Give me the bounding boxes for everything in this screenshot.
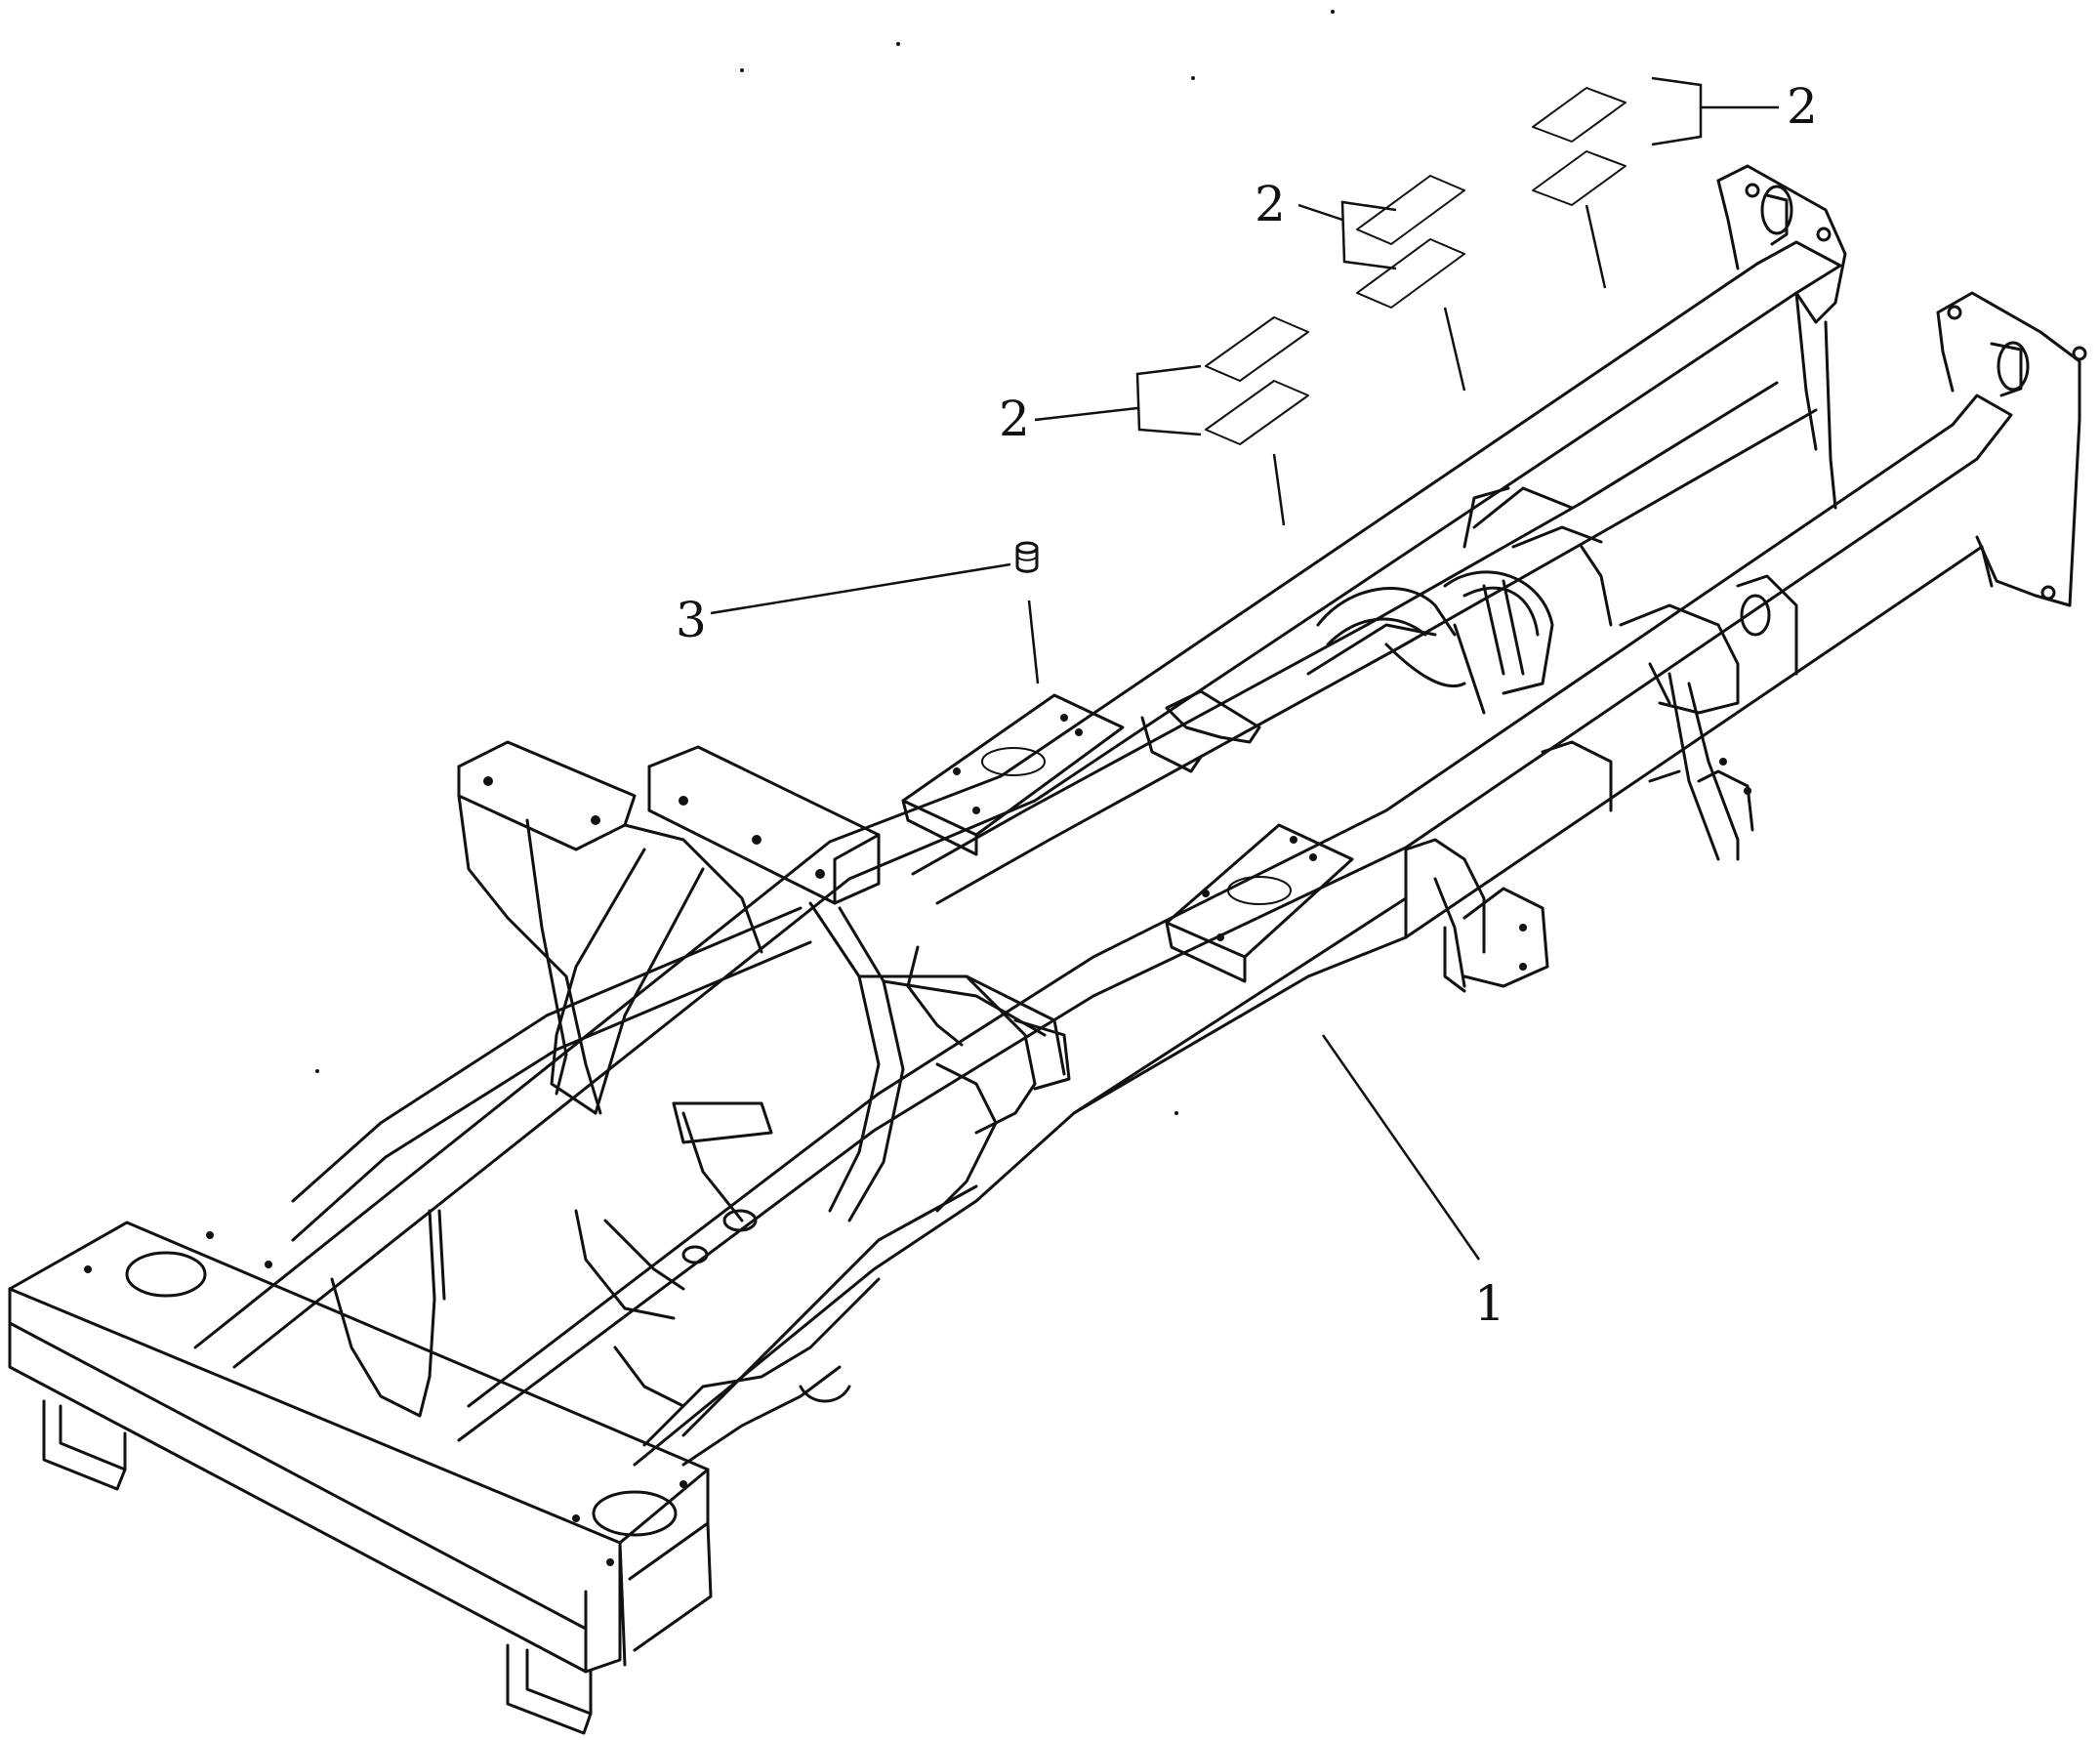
left-side-rail bbox=[193, 240, 1842, 1369]
front-cross-beam bbox=[8, 1221, 713, 1674]
callout-label-2-middle: 2 bbox=[1255, 176, 1286, 232]
rear-right-upright bbox=[1936, 291, 2087, 607]
decal-plates bbox=[1205, 87, 1626, 445]
right-side-rail bbox=[457, 394, 2013, 1467]
center-mount-plates bbox=[901, 693, 1354, 983]
scan-specks bbox=[315, 10, 1335, 1115]
plug-part bbox=[1015, 541, 1039, 573]
center-hose-assembly bbox=[1316, 486, 1613, 715]
lower-belly-plate bbox=[613, 1277, 881, 1467]
callout-label-3: 3 bbox=[676, 592, 707, 648]
leader-lines bbox=[710, 76, 1779, 1261]
right-rail-tabs bbox=[1404, 574, 1798, 993]
inner-brackets bbox=[906, 689, 1261, 1047]
front-hooks bbox=[42, 1399, 593, 1735]
center-gusset bbox=[808, 901, 1071, 1222]
rear-cross-member bbox=[457, 740, 881, 905]
callout-label-1: 1 bbox=[1474, 1275, 1505, 1332]
callout-label-2-left: 2 bbox=[999, 391, 1030, 447]
upper-main-beam bbox=[911, 381, 1818, 905]
front-left-gusset bbox=[330, 1101, 773, 1418]
rear-left-upright bbox=[1716, 164, 1847, 510]
main-frame bbox=[8, 164, 2087, 1735]
callout-labels: 2 2 2 3 1 bbox=[676, 78, 1818, 1332]
callout-label-2-top: 2 bbox=[1787, 78, 1818, 135]
left-side-plate bbox=[457, 794, 763, 1115]
